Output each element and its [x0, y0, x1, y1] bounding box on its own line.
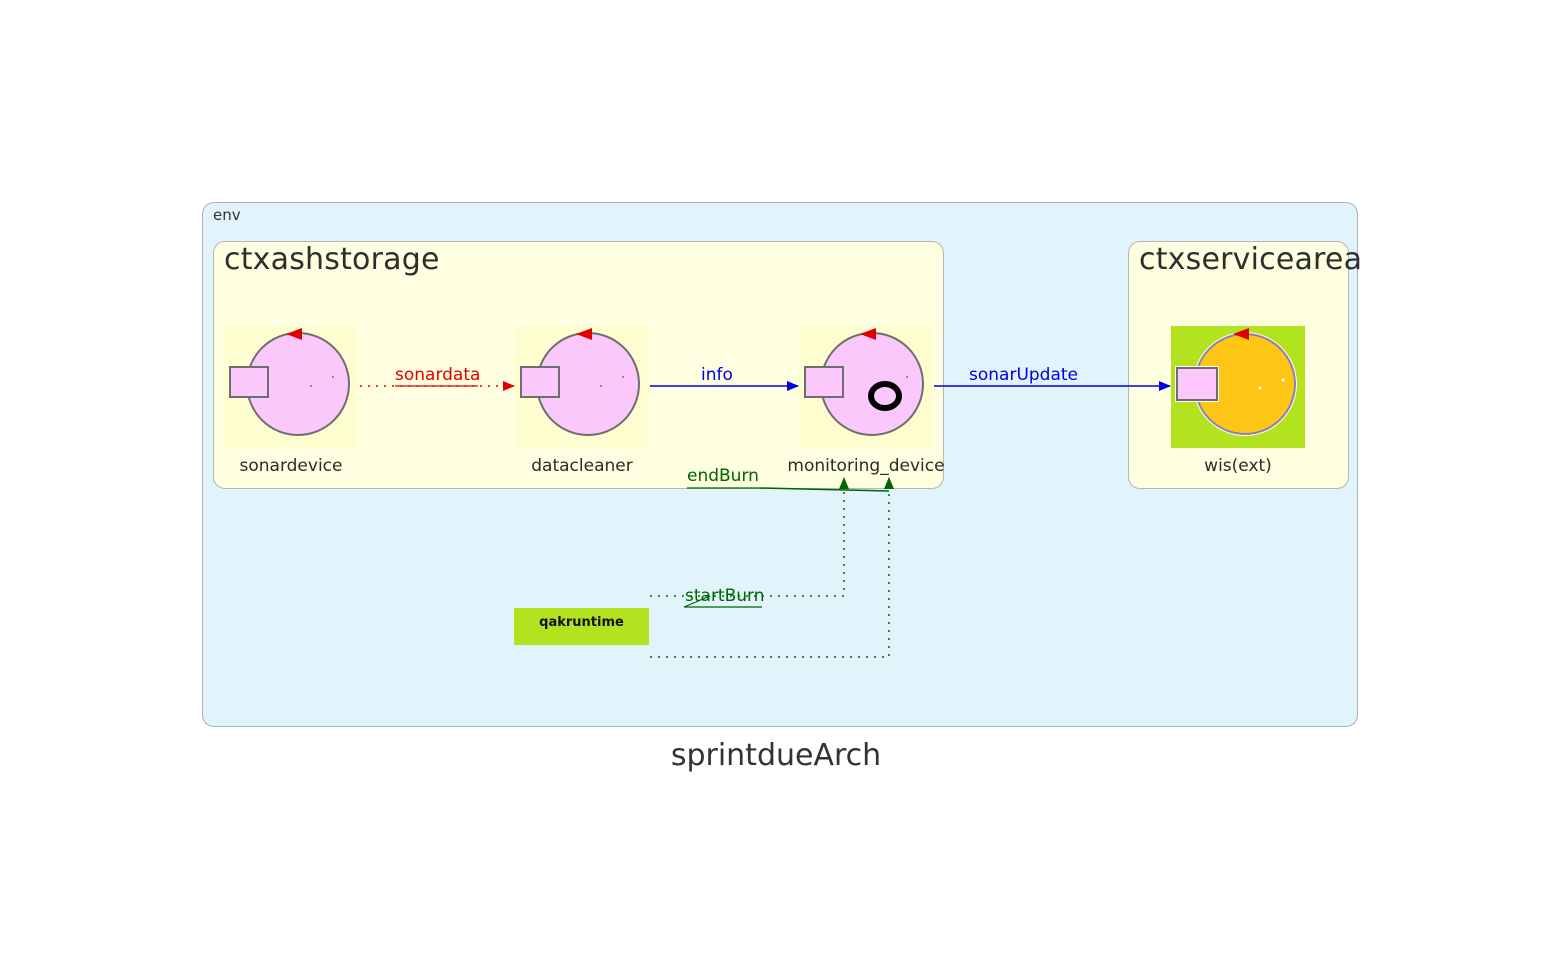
edge-label-sonarupdate: sonarUpdate — [969, 365, 1079, 385]
actor-sonardevice[interactable] — [224, 326, 358, 448]
edge-startburn-leader — [683, 595, 711, 608]
edge-label-sonardata: sonardata — [395, 365, 481, 385]
edge-label-endburn: endBurn — [687, 466, 759, 486]
actor-icon — [224, 326, 358, 448]
actor-label-datacleaner: datacleaner — [531, 456, 633, 476]
actor-monitoring-device[interactable] — [799, 326, 933, 448]
env-label: env — [213, 206, 241, 224]
actor-datacleaner[interactable] — [515, 326, 649, 448]
external-actor-icon — [1171, 326, 1305, 448]
actor-icon — [515, 326, 649, 448]
edge-endburn-leader — [759, 487, 890, 492]
diagram-title: sprintdueArch — [670, 738, 882, 773]
context-title: ctxashstorage — [224, 242, 440, 277]
actor-label-sonardevice: sonardevice — [239, 456, 343, 476]
context-title: ctxservicearea — [1139, 242, 1363, 277]
qakruntime-node[interactable]: qakruntime — [514, 608, 649, 645]
edge-label-startburn: startBurn — [685, 586, 765, 606]
edge-endburn — [650, 477, 894, 658]
actor-with-ring-icon — [799, 326, 933, 448]
actor-wis-ext[interactable] — [1171, 326, 1305, 448]
actor-label-monitoring-device: monitoring_device — [787, 456, 945, 476]
edge-startburn — [650, 477, 849, 597]
actor-label-wis-ext: wis(ext) — [1204, 456, 1272, 476]
edge-label-info: info — [701, 365, 733, 385]
